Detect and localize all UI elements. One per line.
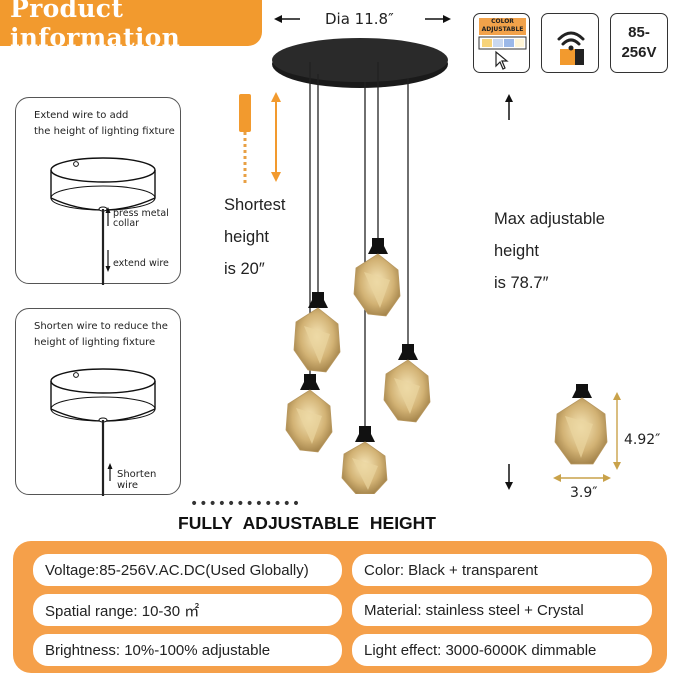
- decorative-dots: ••••••••••••: [190, 496, 302, 512]
- shorten-caption-1: Shorten wire to reduce the: [34, 321, 168, 332]
- pendant-chandelier-illustration: [272, 38, 448, 494]
- canopy-shorten-illustration: [50, 368, 156, 496]
- voltage-badge-line2: 256V: [621, 44, 657, 61]
- adjust-slider-icon: [239, 92, 281, 186]
- wifi-badge: [541, 13, 599, 73]
- color-adjustable-text: COLOR ADJUSTABLE: [481, 18, 524, 33]
- voltage-badge-line1: 85-: [628, 24, 650, 41]
- single-pendant-illustration: [553, 384, 621, 482]
- shortest-height-label: Shortest height is 20″: [224, 189, 285, 285]
- spec-brightness: Brightness: 10%-100% adjustable: [33, 634, 342, 666]
- fully-adjustable-heading: FULLY ADJUSTABLE HEIGHT: [178, 513, 436, 533]
- extend-wire-diagram: Extend wire to add the height of lightin…: [15, 97, 181, 285]
- max-line-2: height: [494, 242, 539, 260]
- press-collar-label: press metal collar: [113, 209, 169, 229]
- extend-caption-2: the height of lighting fixture: [34, 126, 175, 137]
- spec-color: Color: Black + transparent: [352, 554, 652, 586]
- max-line-1: Max adjustable: [494, 210, 605, 228]
- max-line-3: is 78.7″: [494, 274, 549, 292]
- spec-spatial-range: Spatial range: 10-30 ㎡: [33, 594, 342, 626]
- pendant-height-label: 4.92″: [624, 432, 661, 448]
- shorten-caption-2: height of lighting fixture: [34, 337, 156, 348]
- max-height-label: Max adjustable height is 78.7″: [494, 203, 605, 299]
- canopy-extend-illustration: [50, 157, 156, 285]
- extend-caption-1: Extend wire to add: [34, 110, 129, 121]
- shortest-line-2: height: [224, 228, 269, 246]
- wifi-remote-icon: [557, 31, 585, 65]
- spec-light-effect: Light effect: 3000-6000K dimmable: [352, 634, 652, 666]
- page-title: Product information: [10, 0, 181, 52]
- shorten-wire-diagram: Shorten wire to reduce the height of lig…: [15, 308, 181, 496]
- spec-material: Material: stainless steel + Crystal: [352, 594, 652, 626]
- diameter-arrows: [274, 15, 451, 23]
- extend-wire-label: extend wire: [113, 258, 169, 269]
- voltage-badge: 85- 256V: [610, 13, 668, 73]
- spec-voltage: Voltage:85-256V.AC.DC(Used Globally): [33, 554, 342, 586]
- press-label-2: collar: [113, 218, 140, 229]
- shortest-line-1: Shortest: [224, 196, 286, 214]
- diameter-label: Dia 11.8″: [325, 10, 394, 28]
- shorten-wire-label: Shorten wire: [117, 469, 157, 491]
- header-badge: Product information: [0, 0, 262, 52]
- color-adjustable-badge: COLOR ADJUSTABLE: [473, 13, 530, 73]
- color-adjustable-icon: [478, 18, 527, 70]
- press-label-1: press metal: [113, 208, 169, 219]
- height-arrows: [505, 94, 513, 490]
- shortest-line-3: is 20″: [224, 260, 265, 278]
- pendant-width-label: 3.9″: [570, 485, 598, 501]
